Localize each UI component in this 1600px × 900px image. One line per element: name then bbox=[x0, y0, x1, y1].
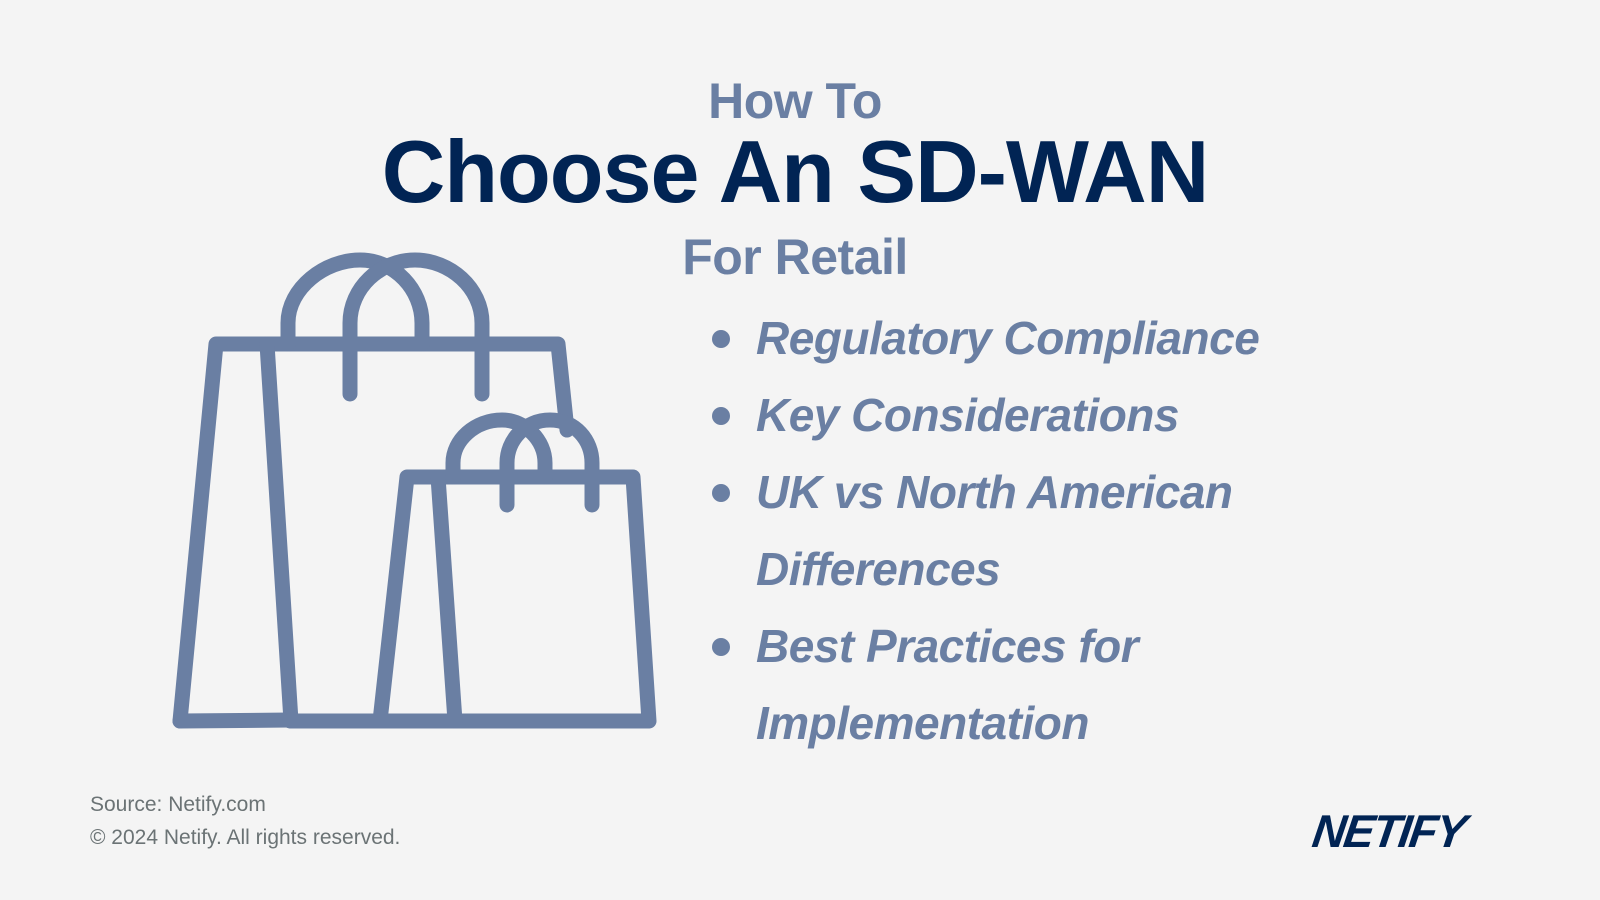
page-title: Choose An SD-WAN bbox=[381, 122, 1210, 221]
bullet-dot-icon bbox=[712, 484, 730, 502]
bullet-dot-icon bbox=[712, 407, 730, 425]
bullet-list: Regulatory Compliance Key Considerations… bbox=[700, 300, 1340, 762]
kicker-heading: How To bbox=[708, 73, 882, 129]
source-text: Source: Netify.com bbox=[90, 793, 266, 816]
shopping-bags-icon bbox=[160, 240, 670, 740]
subtitle-heading: For Retail bbox=[682, 229, 908, 285]
bullet-item: Best Practices for Implementation bbox=[700, 608, 1340, 762]
bullet-item: Key Considerations bbox=[700, 377, 1340, 454]
netify-logo: NETIFY bbox=[1309, 805, 1469, 857]
copyright-text: © 2024 Netify. All rights reserved. bbox=[90, 826, 401, 849]
bullet-item: UK vs North American Differences bbox=[700, 454, 1340, 608]
footer: Source: Netify.com © 2024 Netify. All ri… bbox=[90, 788, 400, 854]
bullet-dot-icon bbox=[712, 330, 730, 348]
bullet-item: Regulatory Compliance bbox=[700, 300, 1340, 377]
bullet-dot-icon bbox=[712, 638, 730, 656]
